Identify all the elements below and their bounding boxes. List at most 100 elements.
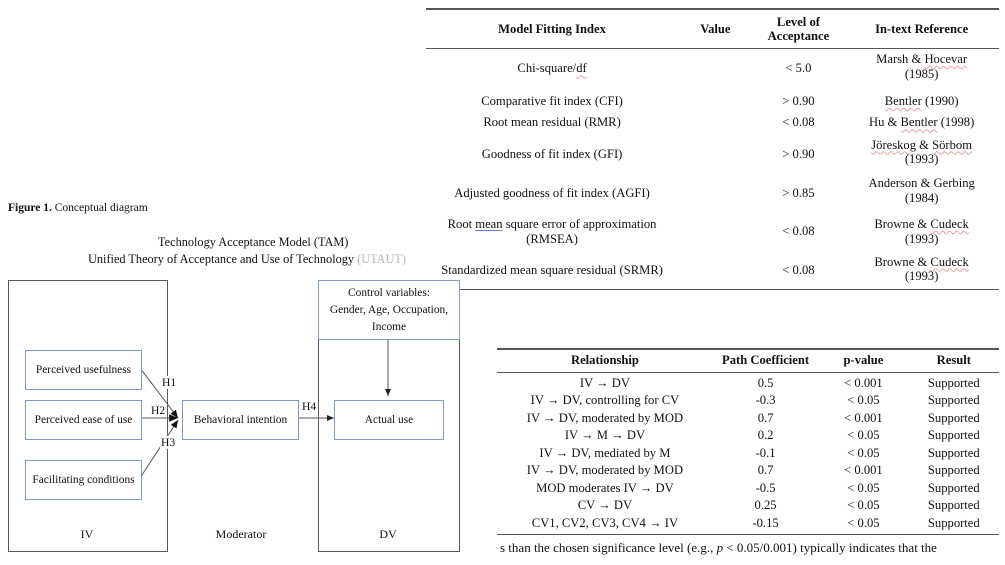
iv-container-box: [8, 280, 168, 552]
cell-result: Supported: [908, 371, 999, 393]
relationships-grid: Relationship Path Coefficient p-value Re…: [497, 347, 999, 535]
table-row: CV1, CV2, CV3, CV4 → IV -0.15 < 0.05 Sup…: [497, 514, 999, 535]
ref-line2: (1984): [904, 190, 939, 205]
cell-index: Chi-square/df: [426, 48, 679, 85]
node-actual-use-label: Actual use: [364, 413, 414, 426]
cell-path-coefficient: -0.15: [712, 514, 819, 535]
cell-result: Supported: [908, 514, 999, 535]
cell-reference: Bentler (1990): [884, 93, 959, 108]
ref-line1: Browne & Cudeck: [874, 216, 969, 231]
zone-label-moderator: Moderator: [215, 527, 267, 541]
cell-index: Comparative fit index (CFI): [481, 93, 623, 108]
cell-relationship: CV1, CV2, CV3, CV4 → IV: [497, 514, 713, 535]
cell-path-coefficient: 0.25: [754, 498, 777, 513]
cell-reference: Browne & Cudeck (1993): [844, 249, 999, 290]
trailing-italic-p: p: [716, 540, 724, 555]
cell-result: Supported: [927, 463, 980, 478]
cell-result: Supported: [927, 428, 980, 443]
cell-relationship: IV → DV, mediated by M: [539, 445, 671, 460]
cell-path-coefficient: 0.7: [757, 463, 774, 478]
control-variables-line3: Income: [371, 321, 407, 334]
table-row: IV → DV, mediated by M -0.1 < 0.05 Suppo…: [497, 445, 999, 462]
hypothesis-label-h1: H1: [161, 376, 178, 389]
node-perceived-ease-of-use-label: Perceived ease of use: [34, 413, 133, 426]
table-row: Root mean square error of approximation …: [426, 209, 999, 250]
cell-relationship: IV → M → DV: [564, 428, 646, 443]
fit-indices-body: Chi-square/df < 5.0 Marsh & Hocevar (198…: [426, 48, 999, 290]
table-row: Standardized mean square residual (SRMR)…: [426, 249, 999, 290]
cell-result: Supported: [927, 445, 980, 460]
node-actual-use[interactable]: Actual use: [334, 400, 444, 440]
cell-value: [678, 48, 753, 85]
header-in-text-reference: In-text Reference: [844, 8, 999, 49]
cell-result: Supported: [927, 410, 980, 425]
header-level-line2: Acceptance: [767, 29, 830, 44]
cell-p-value: < 0.05: [847, 480, 880, 495]
cell-p-value: < 0.05: [847, 498, 880, 513]
cell-reference: Browne & Cudeck (1993): [844, 209, 999, 250]
cell-reference: Jöreskog & Sörbom (1993): [844, 134, 999, 171]
cell-level: < 0.08: [782, 115, 815, 130]
relationships-table: Relationship Path Coefficient p-value Re…: [497, 347, 999, 535]
control-variables-line1: Control variables:: [348, 286, 430, 299]
node-perceived-ease-of-use[interactable]: Perceived ease of use: [25, 400, 142, 440]
cell-level: < 5.0: [752, 48, 845, 85]
ref-line2: (1993): [904, 269, 939, 284]
cell-result: Supported: [927, 480, 980, 495]
header-level-of-acceptance: Level of Acceptance: [752, 8, 845, 49]
node-control-variables[interactable]: Control variables: Gender, Age, Occupati…: [318, 280, 460, 340]
model-title-tam: Technology Acceptance Model (TAM): [158, 235, 349, 249]
cell-level: > 0.90: [782, 93, 815, 108]
zone-label-dv: DV: [379, 527, 397, 541]
node-facilitating-conditions[interactable]: Facilitating conditions: [25, 460, 142, 500]
cell-p-value: < 0.05: [847, 393, 880, 408]
ref-line1: Anderson & Gerbing: [868, 176, 975, 191]
node-perceived-usefulness-label: Perceived usefulness: [35, 363, 132, 376]
control-variables-line2: Gender, Age, Occupation,: [329, 303, 449, 316]
header-value: Value: [678, 8, 753, 49]
trailing-part2: < 0.05/0.001) typically indicates that t…: [723, 540, 937, 555]
cell-p-value: < 0.001: [844, 410, 883, 425]
ref-line2: (1993): [904, 231, 939, 246]
hypothesis-label-h3: H3: [160, 436, 177, 449]
cell-value: [678, 170, 752, 209]
cell-level: > 0.85: [782, 185, 815, 200]
table-row: Comparative fit index (CFI) > 0.90 Bentl…: [426, 85, 999, 112]
cell-result: Supported: [927, 498, 980, 513]
ref-line2: (1985): [904, 66, 939, 81]
table-row: IV → DV, controlling for CV -0.3 < 0.05 …: [497, 392, 999, 409]
cell-path-coefficient: -0.3: [755, 393, 776, 408]
cell-path-coefficient: 0.5: [712, 371, 819, 393]
table-header-row: Model Fitting Index Value Level of Accep…: [426, 8, 999, 49]
trailing-paragraph: s than the chosen significance level (e.…: [500, 540, 937, 556]
index-line1: Root mean square error of approximation: [447, 216, 657, 231]
cell-relationship: IV → DV: [497, 371, 713, 393]
table-row: Goodness of fit index (GFI) > 0.90 Jöres…: [426, 134, 999, 171]
cell-value: [678, 85, 752, 112]
cell-level: < 0.08: [782, 224, 815, 239]
table-row: IV → DV 0.5 < 0.001 Supported: [497, 371, 999, 393]
ref-line2: (1993): [904, 152, 939, 167]
model-title-utaut: Unified Theory of Acceptance and Use of …: [88, 252, 406, 267]
hypothesis-label-h4: H4: [301, 400, 318, 413]
cell-path-coefficient: 0.7: [757, 410, 774, 425]
ref-line1: Browne & Cudeck: [874, 254, 969, 269]
diagram-connectors: [139, 338, 391, 479]
cell-index: Standardized mean square residual (SRMR): [426, 249, 679, 290]
table-row: MOD moderates IV → DV -0.5 < 0.05 Suppor…: [497, 480, 999, 497]
cell-reference: Hu & Bentler (1998): [868, 115, 975, 130]
cell-value: [678, 209, 752, 250]
cell-path-coefficient: -0.5: [755, 480, 776, 495]
index-line2: (RMSEA): [526, 231, 578, 246]
figure-caption-text: Conceptual diagram: [51, 202, 148, 214]
header-result: Result: [908, 347, 999, 373]
cell-p-value: < 0.001: [818, 371, 909, 393]
zone-label-iv: IV: [80, 527, 94, 541]
table-header-row: Relationship Path Coefficient p-value Re…: [497, 347, 999, 373]
trailing-part1: s than the chosen significance level (e.…: [500, 540, 717, 555]
cell-path-coefficient: -0.1: [755, 445, 776, 460]
node-behavioral-intention[interactable]: Behavioral intention: [182, 400, 299, 440]
node-perceived-usefulness[interactable]: Perceived usefulness: [25, 350, 142, 390]
table-row: Adjusted goodness of fit index (AGFI) > …: [426, 170, 999, 209]
cell-index: Goodness of fit index (GFI): [481, 146, 623, 161]
